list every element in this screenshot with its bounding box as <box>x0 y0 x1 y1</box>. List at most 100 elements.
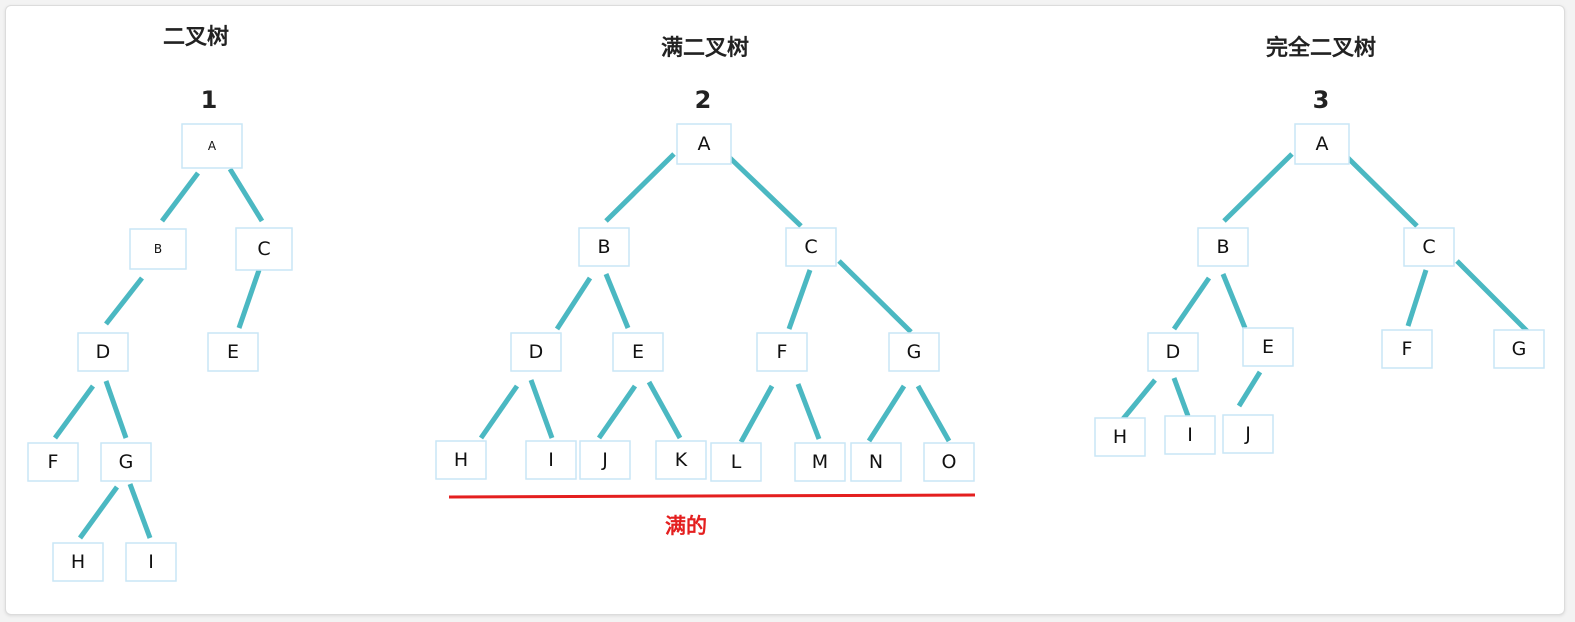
edge-f-m <box>795 383 822 440</box>
edge-b-d <box>554 276 593 331</box>
node-label: L <box>731 451 742 473</box>
node-label: J <box>601 449 608 471</box>
node-label: A <box>208 139 217 153</box>
tree-node-i: I <box>525 440 577 480</box>
node-box <box>1242 327 1294 367</box>
edge-c-f <box>786 269 813 330</box>
node-label: D <box>96 341 111 363</box>
tree-node-c: C <box>785 227 837 267</box>
node-box <box>850 442 902 482</box>
edge-a-c <box>727 155 803 228</box>
node-box <box>578 227 630 267</box>
edge-b-e <box>603 273 631 329</box>
tree-number: 3 <box>1313 86 1330 114</box>
edge-d-h <box>1121 378 1157 421</box>
node-label: B <box>1216 236 1229 258</box>
node-box <box>1294 123 1350 165</box>
edge-c-g <box>1455 259 1530 334</box>
node-label: I <box>1187 424 1193 446</box>
edge-d-i <box>1171 377 1191 417</box>
node-box <box>435 440 487 480</box>
node-box <box>1222 414 1274 454</box>
tree-number: 2 <box>695 86 712 114</box>
edge-d-f <box>52 384 96 440</box>
node-box <box>510 332 562 372</box>
edge-c-e <box>236 269 262 329</box>
tree-node-i: I <box>125 542 177 582</box>
node-box <box>888 332 940 372</box>
edge-g-o <box>915 384 952 443</box>
tree-node-a: A <box>1294 123 1350 165</box>
edge-a-b <box>160 171 200 223</box>
edge-b-d <box>1171 276 1212 331</box>
node-label: B <box>154 242 162 256</box>
edge-a-b <box>604 152 676 223</box>
node-label: C <box>257 238 270 260</box>
edge-d-i <box>528 379 555 439</box>
node-box <box>1197 227 1249 267</box>
tree-node-c: C <box>1403 227 1455 267</box>
tree-node-n: N <box>850 442 902 482</box>
node-box <box>794 442 846 482</box>
tree-title: 完全二叉树 <box>1266 35 1376 61</box>
node-box <box>1147 332 1199 372</box>
node-label: F <box>1402 338 1413 360</box>
tree-title: 二叉树 <box>163 24 229 50</box>
node-box <box>1493 329 1545 369</box>
node-label: F <box>48 451 59 473</box>
node-label: B <box>597 236 610 258</box>
edge-d-h <box>478 384 520 440</box>
tree-node-m: M <box>794 442 846 482</box>
edge-b-d <box>104 276 144 326</box>
node-box <box>1403 227 1455 267</box>
tree-node-b: B <box>1197 227 1249 267</box>
node-label: G <box>119 451 134 473</box>
full-level-underline <box>448 493 976 499</box>
node-label: E <box>1262 336 1274 358</box>
edge-e-k <box>646 380 683 440</box>
node-label: H <box>1113 426 1127 448</box>
edge-g-i <box>127 483 153 539</box>
tree-3: 完全二叉树 3A B C D E F G H I J <box>1094 35 1545 457</box>
tree-node-d: D <box>77 332 129 372</box>
node-label: D <box>1166 341 1181 363</box>
edge-a-b <box>1222 152 1294 223</box>
edge-e-j <box>596 384 638 440</box>
node-label: C <box>804 236 817 258</box>
edge-g-n <box>866 384 907 443</box>
tree-node-j: J <box>1222 414 1274 454</box>
node-label: A <box>698 133 711 155</box>
node-box <box>52 542 104 582</box>
edge-c-f <box>1405 269 1429 327</box>
tree-node-f: F <box>27 442 79 482</box>
tree-node-l: L <box>710 442 762 482</box>
node-label: H <box>71 551 85 573</box>
edge-c-g <box>837 259 913 334</box>
node-box <box>655 440 707 480</box>
node-box <box>612 332 664 372</box>
tree-node-k: K <box>655 440 707 480</box>
node-box <box>579 440 631 480</box>
full-note-label: 满的 <box>665 514 707 538</box>
node-label: N <box>869 451 883 473</box>
tree-node-d: D <box>1147 332 1199 372</box>
node-box <box>710 442 762 482</box>
edge-d-g <box>103 380 129 439</box>
node-box <box>207 332 259 372</box>
tree-node-e: E <box>207 332 259 372</box>
node-label: G <box>907 341 922 363</box>
edge-a-c <box>1345 155 1419 228</box>
node-label: O <box>942 451 957 473</box>
tree-node-d: D <box>510 332 562 372</box>
node-box <box>676 123 732 165</box>
node-box <box>923 442 975 482</box>
tree-node-b: B <box>578 227 630 267</box>
edge-e-j <box>1236 370 1263 408</box>
node-box <box>181 123 243 169</box>
node-box <box>756 332 808 372</box>
node-label: E <box>227 341 239 363</box>
node-box <box>525 440 577 480</box>
node-label: G <box>1512 338 1527 360</box>
